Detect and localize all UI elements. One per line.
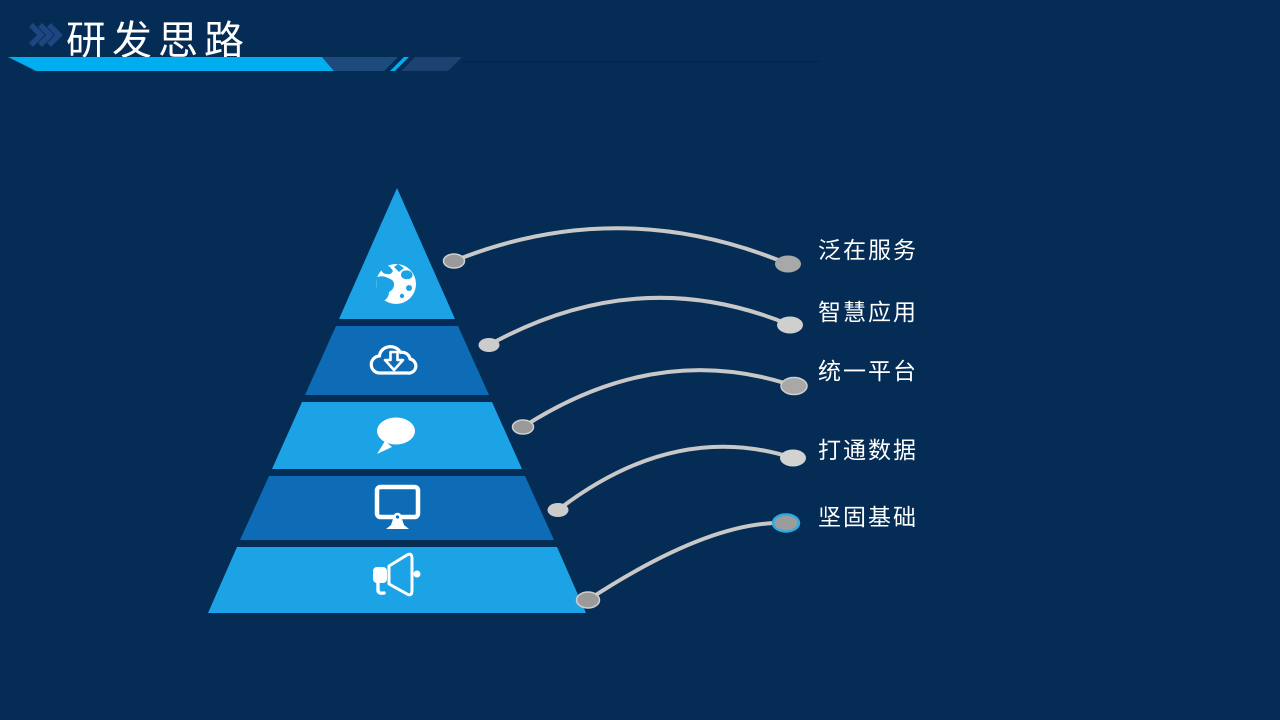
connector-4 [556, 444, 795, 512]
pyramid-level-1 [339, 188, 455, 319]
connector-1-start-dot [442, 253, 466, 269]
connector-4-end-dot [780, 449, 806, 467]
connector-2-end-dot [777, 316, 803, 334]
triple-chevron-right-icon [29, 23, 63, 47]
connector-5-start-dot [575, 591, 601, 609]
megaphone-icon [373, 552, 421, 597]
connector-1-end-dot [775, 255, 801, 273]
level-label-2: 智慧应用 [818, 300, 918, 325]
page-title: 研发思路 [66, 18, 250, 63]
connector-2 [487, 295, 792, 347]
connector-5-end-dot [771, 513, 801, 533]
accent-bar-dark-2 [401, 57, 462, 71]
monitor-icon [374, 484, 421, 529]
title-accent-bar [8, 57, 462, 71]
pyramid-level-5 [208, 547, 586, 613]
connector-3-end-dot [780, 376, 808, 396]
connector-3-start-dot [511, 419, 535, 435]
level-label-1: 泛在服务 [818, 238, 918, 263]
level-label-4: 打通数据 [818, 438, 918, 463]
connector-5 [586, 520, 788, 602]
pyramid-level-4 [240, 476, 554, 540]
level-label-3: 统一平台 [818, 359, 918, 384]
accent-bar-dark-1 [322, 57, 398, 71]
connector-4-start-dot [547, 503, 569, 517]
speech-bubble-icon [377, 417, 415, 454]
connector-3 [521, 368, 796, 429]
accent-bar-cyan-sliver [390, 57, 409, 71]
globe-icon [376, 264, 416, 304]
level-label-5: 坚固基础 [818, 505, 918, 530]
slide-header: 研发思路 [0, 0, 1280, 90]
cloud-download-icon [369, 345, 418, 375]
header-rule [462, 61, 820, 62]
connector-2-start-dot [478, 338, 500, 352]
accent-bar-cyan [8, 57, 334, 71]
connector-1 [452, 226, 790, 266]
